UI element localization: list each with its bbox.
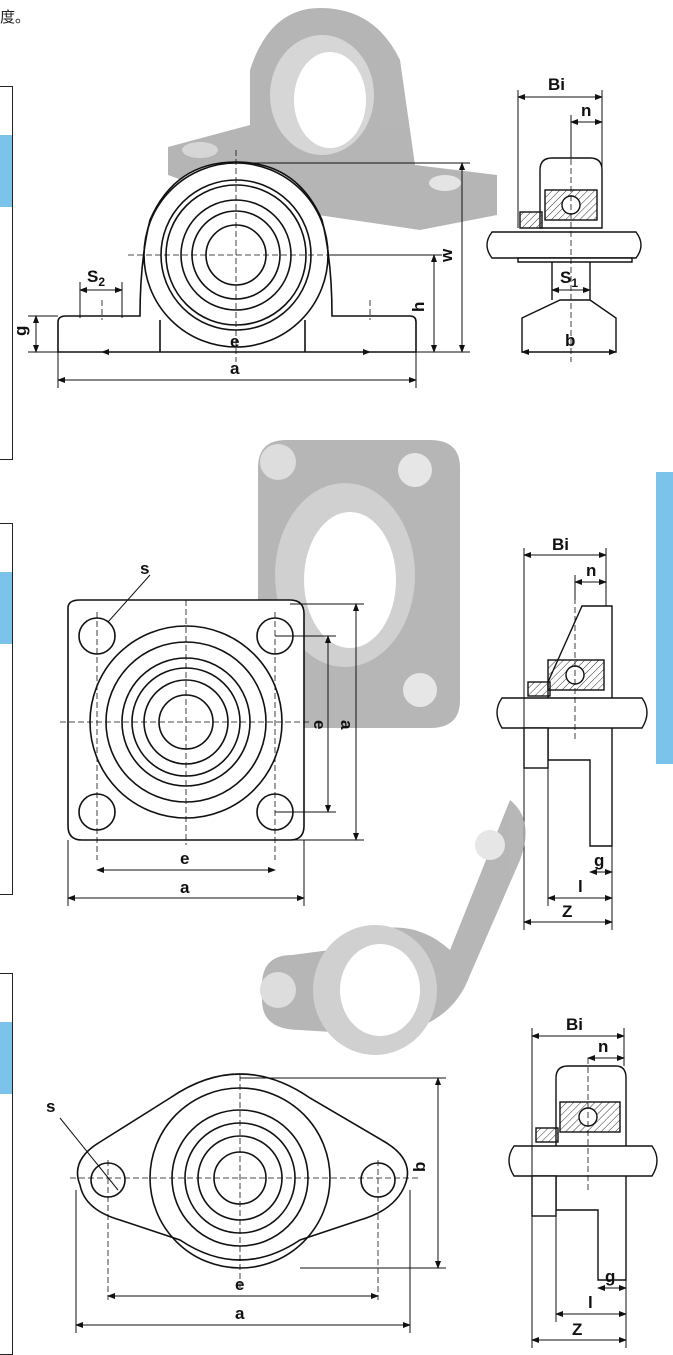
dim-e: e — [230, 332, 239, 351]
header-band — [0, 135, 12, 207]
square-flange-side-dimensions — [523, 548, 613, 930]
pillow-block-front-dimensions — [28, 162, 470, 388]
oval-flange-front-dimensions — [59, 1077, 446, 1333]
dim-bi: Bi — [566, 1015, 583, 1034]
dim-bi: Bi — [552, 535, 569, 554]
dim-n: n — [586, 561, 596, 580]
truncated-text: 度。 — [0, 8, 31, 26]
dim-g: g — [594, 851, 604, 870]
dim-z: Z — [572, 1320, 582, 1339]
header-band — [0, 1022, 12, 1094]
section-side-tab — [656, 472, 673, 764]
dim-a-horizontal: a — [180, 878, 190, 897]
dim-s: s — [140, 559, 149, 578]
pillow-block-side-dimensions — [517, 90, 617, 355]
oval-flange-side-drawing — [508, 1058, 658, 1281]
dim-g: g — [605, 1267, 615, 1286]
dim-n: n — [581, 101, 591, 120]
dim-b: b — [410, 1162, 429, 1172]
dim-e-vertical: e — [310, 720, 329, 729]
square-flange-photo — [258, 440, 460, 728]
dim-bi: Bi — [548, 75, 565, 94]
dim-a: a — [235, 1304, 245, 1323]
oval-flange-side-dimensions — [531, 1028, 627, 1348]
dim-e: e — [235, 1275, 244, 1294]
header-band — [0, 572, 12, 644]
dim-s1: S1 — [560, 268, 578, 290]
dim-e-horizontal: e — [180, 849, 189, 868]
dim-l: l — [588, 1293, 593, 1312]
dim-s2: S2 — [87, 267, 105, 289]
square-flange-front-drawing — [60, 599, 312, 860]
dim-l: l — [578, 877, 583, 896]
table-frame-square-flange — [0, 523, 13, 895]
dim-a-vertical: a — [337, 720, 356, 730]
oval-flange-photo — [260, 800, 526, 1055]
dim-g: g — [11, 326, 30, 336]
square-flange-side-drawing — [496, 598, 648, 847]
dim-a: a — [230, 359, 240, 378]
square-flange-front-dimensions — [67, 574, 364, 906]
dim-w: w — [437, 248, 456, 263]
dim-s: s — [46, 1097, 55, 1116]
dim-z: Z — [562, 902, 572, 921]
oval-flange-front-drawing — [70, 1073, 420, 1300]
dim-h: h — [409, 302, 428, 312]
dim-b: b — [565, 331, 575, 350]
pillow-block-side-drawing — [486, 150, 642, 362]
dim-n: n — [598, 1037, 608, 1056]
table-frame-pillow — [0, 86, 13, 460]
table-frame-oval-flange — [0, 973, 13, 1355]
